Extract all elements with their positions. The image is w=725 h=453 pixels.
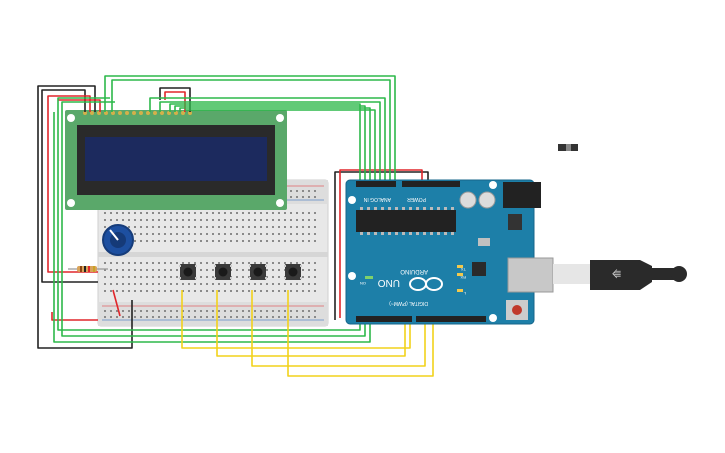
lcd-pin-header bbox=[83, 111, 192, 115]
power-jack[interactable] bbox=[503, 182, 541, 208]
board-brand-label: ARDUINO bbox=[400, 268, 428, 274]
arduino-logo bbox=[409, 277, 443, 291]
wire-yellow-2 bbox=[216, 290, 406, 357]
lcd-pin-db3 bbox=[146, 111, 150, 115]
wire-green-5 bbox=[57, 97, 361, 331]
wire-red-4 bbox=[51, 312, 98, 321]
lcd-pin-db4 bbox=[153, 111, 157, 115]
wire-red-5 bbox=[58, 99, 101, 112]
wire-yellow-3 bbox=[251, 290, 426, 367]
lcd-pin-vcc bbox=[90, 111, 94, 115]
lcd-pin-db1 bbox=[132, 111, 136, 115]
pushbutton-1[interactable] bbox=[179, 264, 197, 280]
wire-black-2 bbox=[37, 85, 133, 349]
wire-red-5v bbox=[339, 169, 423, 318]
wire-yellow-1 bbox=[181, 290, 411, 349]
pushbutton-3[interactable] bbox=[249, 264, 267, 280]
digital-header-high bbox=[416, 316, 486, 322]
lcd-screen bbox=[85, 137, 267, 181]
rx-label: RX bbox=[460, 275, 466, 280]
arduino-uno-board[interactable]: UNO ARDUINO ANALOG IN POWER DIGITAL (PWM… bbox=[345, 179, 554, 325]
l-led-label: L bbox=[463, 291, 466, 296]
lcd-pin-led bbox=[181, 111, 185, 115]
analog-header bbox=[356, 181, 396, 187]
wire-red-3 bbox=[112, 289, 121, 317]
power-label: POWER bbox=[407, 196, 426, 202]
board-model-label: UNO bbox=[378, 277, 400, 288]
wire-black-3 bbox=[159, 87, 191, 112]
slide-switch[interactable] bbox=[558, 144, 578, 151]
usb-cable[interactable]: ⭅ bbox=[553, 260, 687, 290]
wire-green-6 bbox=[61, 101, 366, 337]
wire-green-1 bbox=[104, 75, 396, 184]
wire-green-8 bbox=[185, 109, 376, 184]
wire-green-3 bbox=[149, 97, 386, 184]
wire-yellow-4 bbox=[287, 290, 434, 377]
potentiometer-knob-indicator bbox=[109, 229, 119, 241]
digital-header-low bbox=[356, 316, 412, 322]
usb-port[interactable] bbox=[507, 257, 554, 293]
analog-in-label: ANALOG IN bbox=[363, 196, 391, 202]
lcd-pin-led bbox=[188, 111, 192, 115]
wire-green-4 bbox=[159, 101, 381, 184]
tx-label: TX bbox=[461, 267, 466, 272]
lcd-display[interactable] bbox=[65, 110, 287, 210]
wire-green-2 bbox=[111, 79, 391, 184]
power-header bbox=[402, 181, 460, 187]
on-led-label: ON bbox=[360, 281, 366, 286]
pushbutton-group bbox=[179, 264, 302, 280]
lcd-pin-db5 bbox=[160, 111, 164, 115]
lcd-pin-db2 bbox=[139, 111, 143, 115]
atmega-chip bbox=[356, 210, 456, 232]
potentiometer[interactable] bbox=[102, 224, 134, 256]
resistor[interactable] bbox=[68, 266, 108, 272]
lcd-pin-db0 bbox=[125, 111, 129, 115]
lcd-pin-e bbox=[118, 111, 122, 115]
wires bbox=[37, 75, 434, 377]
pushbutton-4[interactable] bbox=[284, 264, 302, 280]
wire-black-arduino-gnd bbox=[334, 171, 429, 320]
pushbutton-2[interactable] bbox=[214, 264, 232, 280]
reset-button[interactable] bbox=[512, 305, 522, 315]
digital-label: DIGITAL (PWM~) bbox=[389, 300, 428, 306]
lcd-pin-gnd bbox=[83, 111, 87, 115]
usb-icon: ⭅ bbox=[612, 269, 621, 281]
